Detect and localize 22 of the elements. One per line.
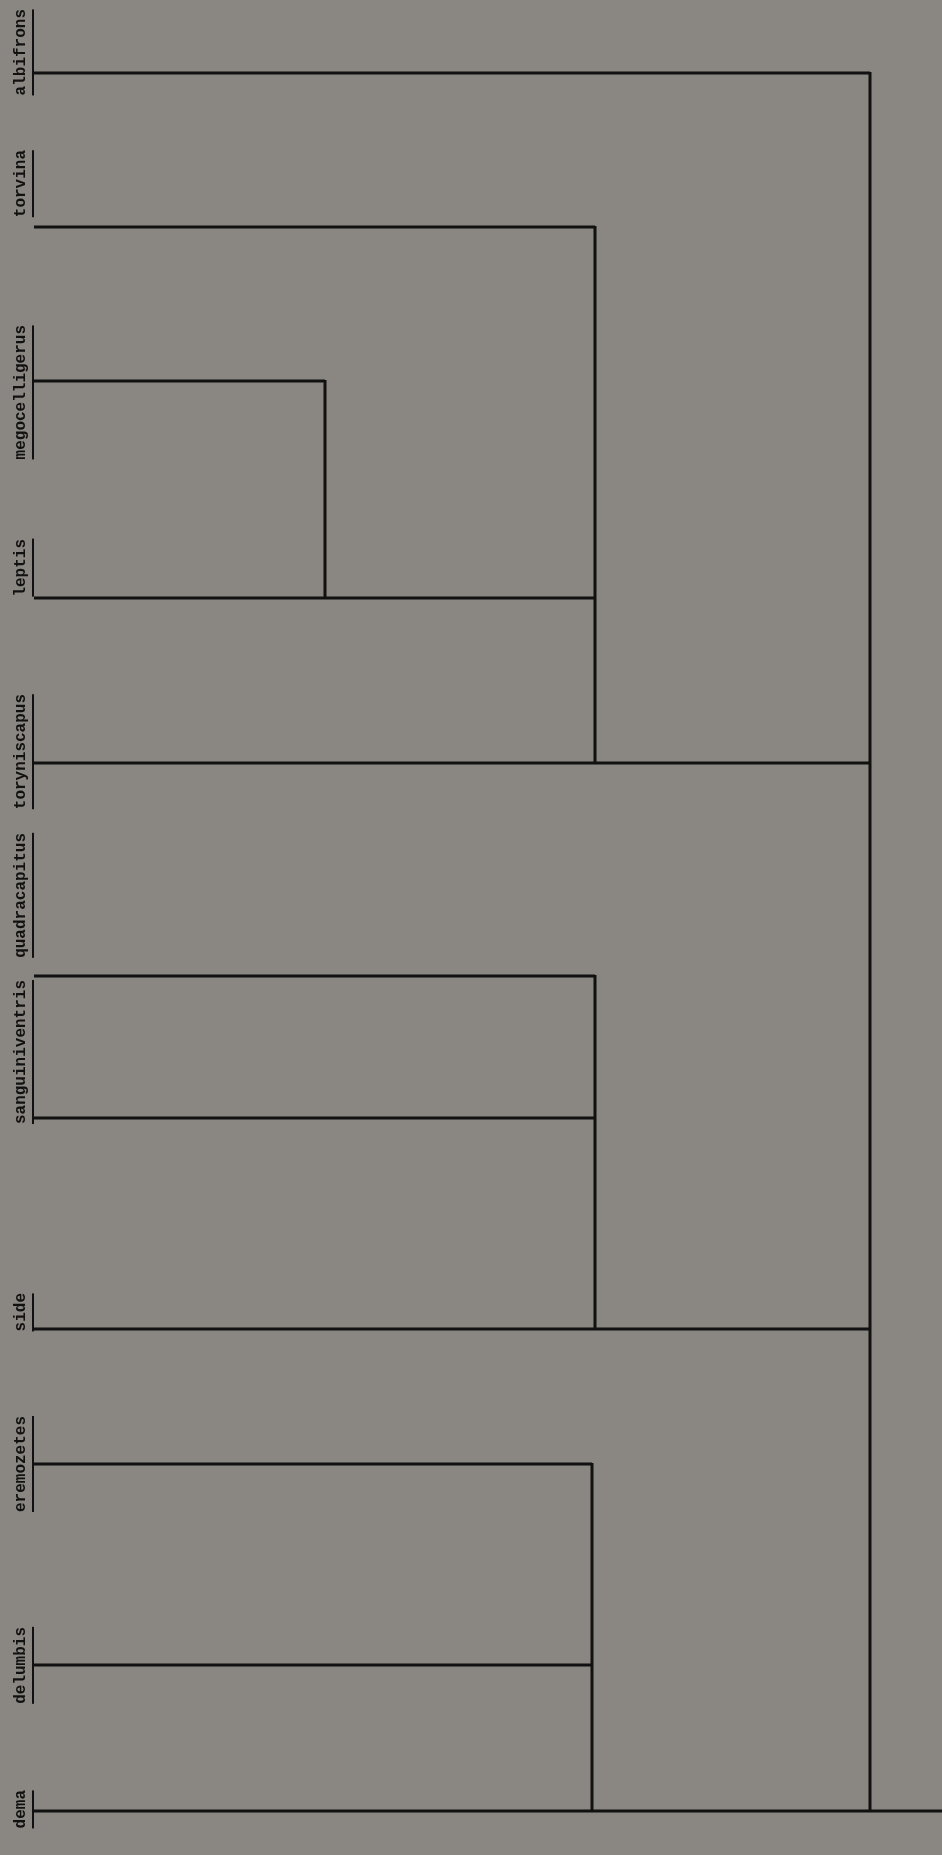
branch-line <box>34 379 325 383</box>
taxon-label: eremozetes <box>10 1416 34 1512</box>
taxon-label: leptis <box>10 539 34 597</box>
taxon-label: dema <box>10 1790 34 1829</box>
branch-line <box>34 1809 942 1813</box>
branch-line <box>34 1327 870 1331</box>
branch-line <box>34 596 595 600</box>
branch-line <box>34 1116 595 1120</box>
taxon-label: torvina <box>10 149 34 217</box>
taxon-label: toryniscapus <box>10 693 34 809</box>
branch-line <box>34 1462 592 1466</box>
taxon-label: quadracapitus <box>10 832 34 958</box>
branch-line <box>34 974 595 978</box>
taxon-label: megocelligerus <box>10 325 34 460</box>
taxon-label: side <box>10 1293 34 1332</box>
taxon-label: albifrons <box>10 9 34 96</box>
taxon-label: sanguiniventris <box>10 980 34 1125</box>
branch-line <box>34 225 595 229</box>
branch-line <box>34 1663 592 1667</box>
branch-line <box>34 71 870 75</box>
taxon-label: delumbis <box>10 1626 34 1704</box>
branch-line <box>34 761 870 765</box>
